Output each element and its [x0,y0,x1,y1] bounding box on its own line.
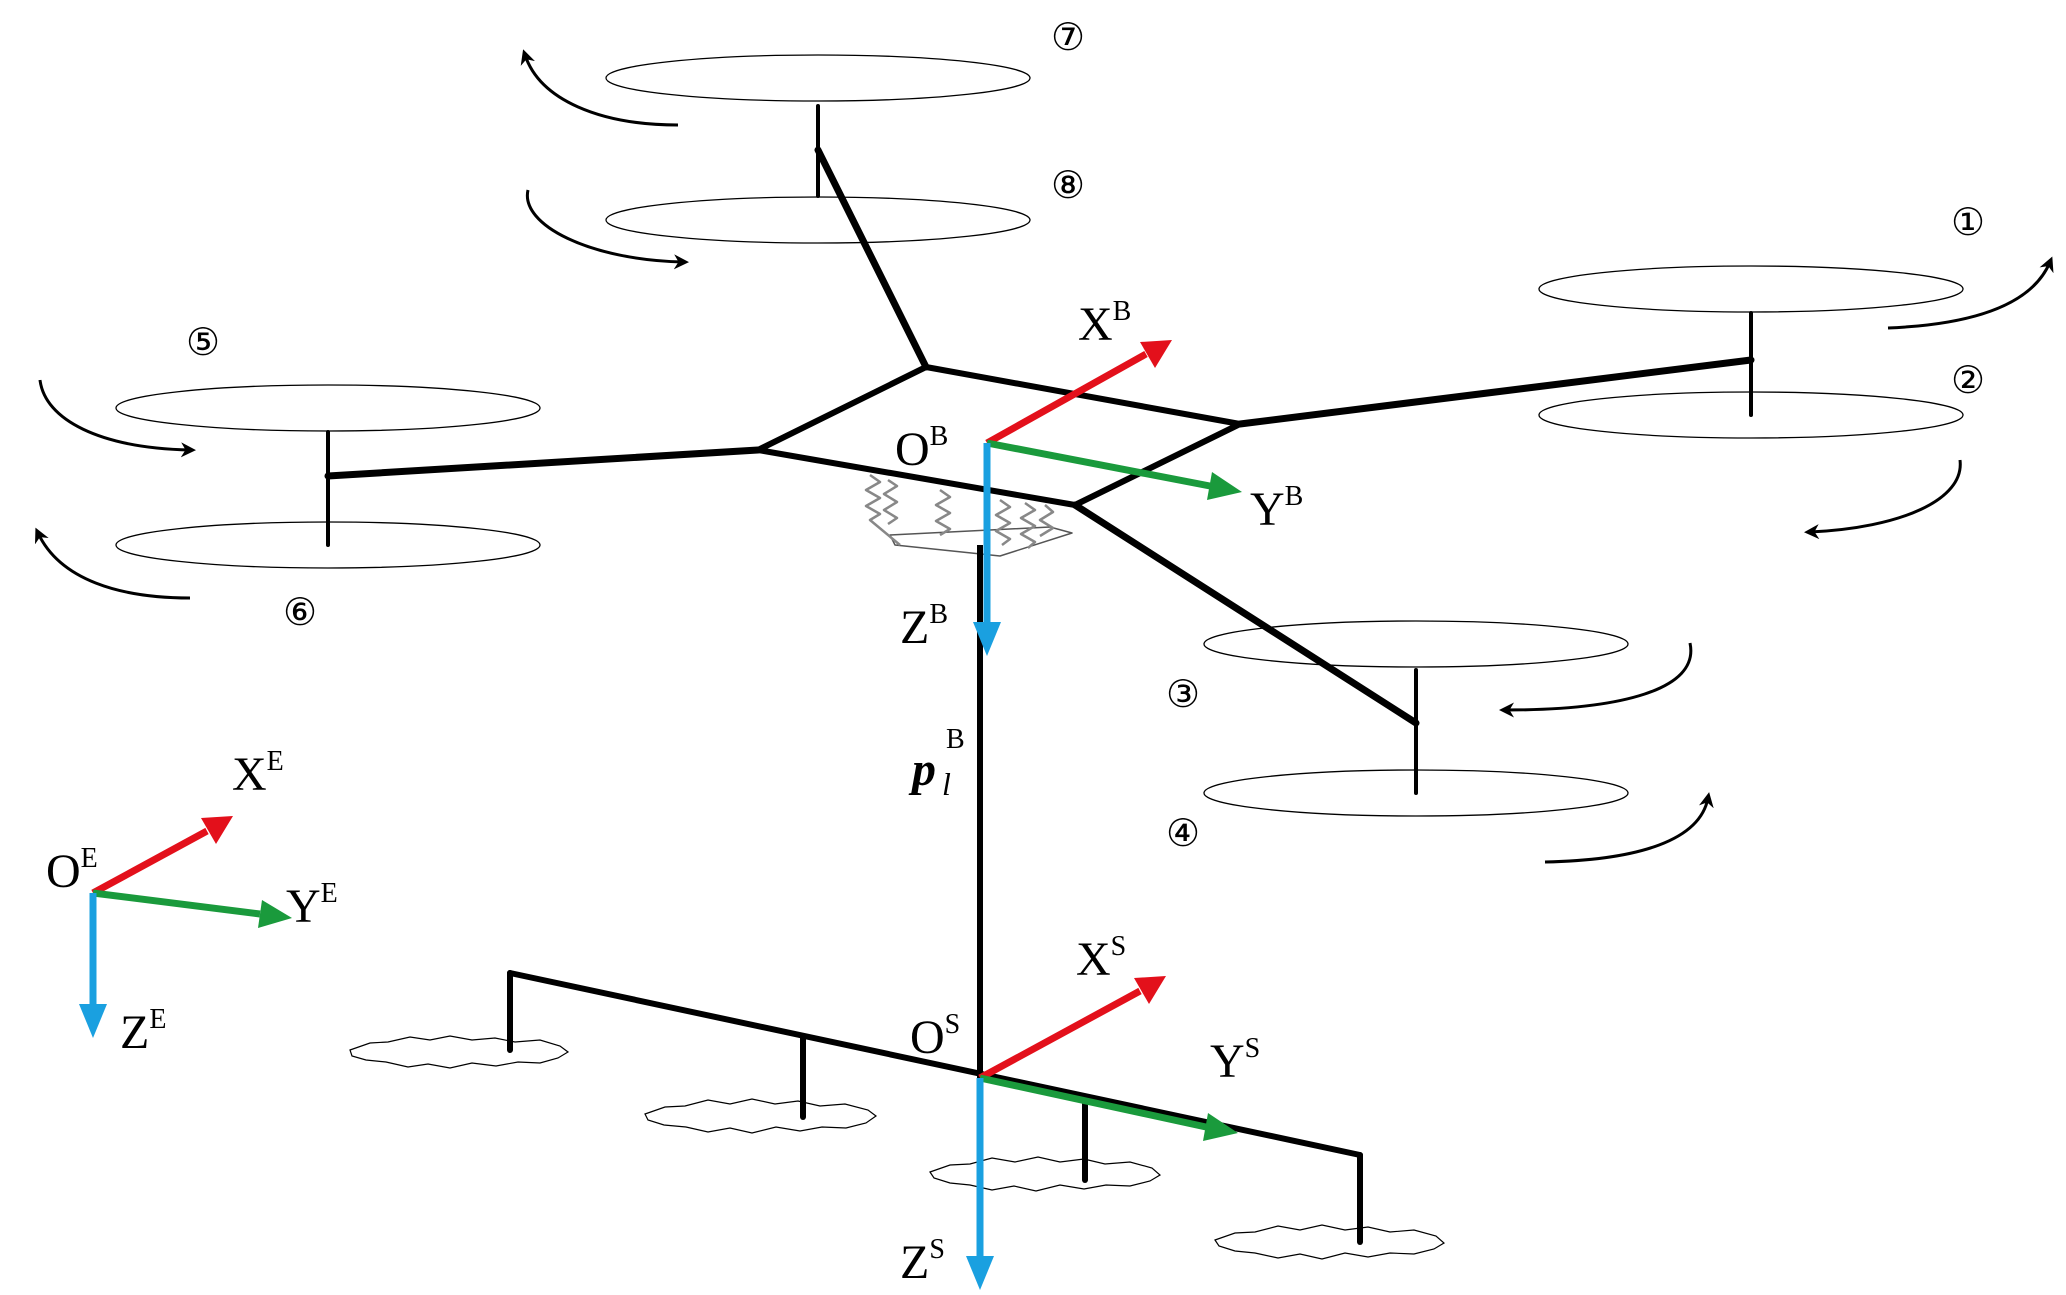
rotor-1-rotation-arrow [1887,256,2054,330]
rotor-disk-5 [115,384,541,432]
earth-y-arrowhead [258,900,292,928]
mount-plate [889,526,1073,557]
label-earth-z: ZE [120,1004,166,1059]
label-cable-sup: B [946,724,965,755]
rotor-label-2: ② [1951,358,1985,402]
rotor-label-1: ① [1951,200,1985,244]
rotor-8-rotation-arrow [525,189,689,270]
body-x-arrowhead [1140,340,1172,368]
rotor-5-rotation-arrow [38,379,196,458]
payload-y-axis [979,1074,1207,1131]
payload-x-arrowhead [1134,976,1166,1004]
rotor-disk-8 [605,196,1031,244]
arm-rotor-7-8 [814,146,930,371]
label-earth-y: YE [286,878,338,933]
rotor-labels: ⑦ ⑧ ① ② ⑤ ⑥ ③ ④ [186,15,1985,855]
label-payload-x: XS [1076,931,1126,986]
spring [864,473,901,546]
label-payload-y: YS [1210,1033,1260,1088]
payload-structure [349,970,1446,1260]
body-y-axis [986,439,1211,490]
rotor-label-4: ④ [1166,811,1200,855]
rotor-disks [115,54,1964,817]
spring [934,488,952,537]
airframe [324,104,1755,795]
label-body-origin: OB [895,421,948,476]
ground-pad [644,1098,878,1134]
body-x-axis [985,350,1148,447]
label-earth-x: XE [232,746,284,801]
body-y-arrowhead [1207,472,1242,500]
rotor-6-rotation-arrow [35,527,191,600]
earth-z-arrowhead [79,1004,107,1038]
axis-labels: OB XB YB ZB p l B OE XE YE ZE OS XS YS Z… [46,296,1303,1289]
rotor-4-rotation-arrow [1544,792,1714,864]
label-payload-origin: OS [910,1009,960,1064]
spring-damper-mount [864,473,1073,557]
rotor-label-8: ⑧ [1051,163,1085,207]
earth-x-arrowhead [201,816,233,844]
earth-y-axis [92,889,261,918]
ground-pad [1214,1224,1446,1260]
rotor-disk-1 [1538,265,1964,313]
rotor-label-3: ③ [1166,672,1200,716]
rotor-disk-7 [605,54,1031,102]
spring [994,498,1012,546]
earth-x-axis [91,827,209,897]
arm-rotor-3-4 [1071,501,1420,727]
body-frame-axes [973,340,1242,656]
label-body-x: XB [1078,296,1131,351]
ground-pad [929,1156,1162,1192]
earth-frame-axes [79,816,292,1038]
label-cable-vector: p [908,743,936,796]
rotor-label-6: ⑥ [283,590,317,634]
rotation-arrows [35,49,2054,864]
label-body-y: YB [1250,481,1303,536]
label-earth-origin: OE [46,843,98,898]
payload-y-arrowhead [1203,1113,1238,1141]
spring [1038,504,1055,538]
arm-rotor-1-2 [1236,356,1755,428]
payload-x-axis [978,987,1142,1082]
rotor-label-7: ⑦ [1051,15,1085,59]
spring [1019,501,1037,549]
label-body-z: ZB [900,599,948,654]
rotor-3-rotation-arrow [1499,642,1693,718]
label-payload-z: ZS [900,1234,945,1289]
payload-frame-axes [966,976,1238,1290]
ground-pads [349,1035,1446,1260]
label-cable-sub: l [942,766,951,802]
spring [882,478,899,526]
rotor-7-rotation-arrow [520,49,679,127]
payload-z-arrowhead [966,1256,994,1290]
arm-rotor-5-6 [324,446,762,480]
rotor-label-5: ⑤ [186,320,220,364]
ground-pad [349,1035,570,1069]
body-z-arrowhead [973,622,1001,656]
rotor-2-rotation-arrow [1804,459,1962,540]
